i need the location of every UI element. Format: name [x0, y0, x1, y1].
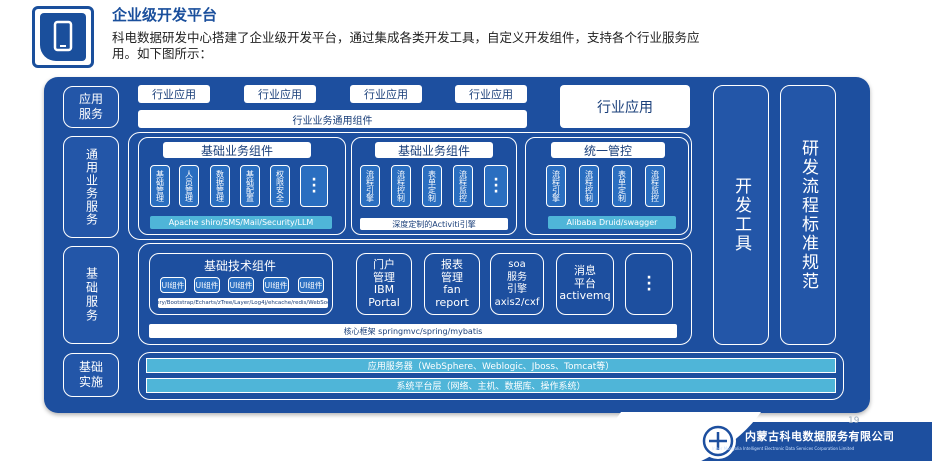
control-tile: 流程引擎 [546, 165, 566, 207]
control-group-bar: Alibaba Druid/swagger [548, 216, 676, 229]
ui-component-tile: UI组件 [228, 277, 254, 293]
dev-standards-column: 研发流程标准规范 [780, 85, 836, 345]
business-group-1-bar: Apache shiro/SMS/Mail/Security/LLM [150, 216, 332, 229]
industry-app-box: 行业应用 [455, 85, 527, 103]
business-tile: 基础管理 [150, 165, 170, 207]
phone-logo-icon [40, 13, 86, 61]
control-tile: 表单定制 [612, 165, 632, 207]
workflow-tile: 流程引擎 [360, 165, 380, 207]
tech-libraries-strip: Jquery/Bootstrap/Echarts/zTree/Layer/Log… [158, 298, 328, 308]
business-tile: 数据管理 [210, 165, 230, 207]
system-platform-bar: 系统平台层（网络、主机、数据库、操作系统） [146, 378, 836, 393]
more-tile: ··· [300, 165, 328, 207]
portal-service: 门户 管理 IBM Portal [356, 253, 412, 315]
industry-app-box: 行业应用 [244, 85, 316, 103]
workflow-tile: 流程监控 [453, 165, 473, 207]
ui-component-tile: UI组件 [263, 277, 289, 293]
more-dots-icon: ··· [646, 275, 651, 293]
business-group-2-bar: 深度定制的Activiti引擎 [360, 218, 508, 230]
app-server-bar: 应用服务器（WebSphere、Weblogic、Jboss、Tomcat等） [146, 358, 836, 373]
business-group-1-title: 基础业务组件 [163, 142, 311, 158]
page-description: 科电数据研发中心搭建了企业级开发平台，通过集成各类开发工具，自定义开发组件，支持… [112, 30, 702, 62]
page-title: 企业级开发平台 [112, 4, 217, 25]
ui-component-tile: UI组件 [160, 277, 186, 293]
more-dots-icon: ··· [311, 177, 316, 195]
control-tile: 流程控制 [579, 165, 599, 207]
row-label-app-services: 应用 服务 [63, 86, 119, 128]
company-logo-icon [700, 423, 736, 459]
control-group-title: 统一管控 [551, 142, 665, 158]
ui-component-tile: UI组件 [194, 277, 220, 293]
row-label-general-business: 通用业务服务 [63, 136, 119, 238]
more-tile: ··· [484, 165, 508, 207]
row-label-base-services: 基础服务 [63, 246, 119, 344]
row-label-infrastructure: 基础 实施 [63, 353, 119, 397]
page-number: 19 [848, 416, 859, 426]
industry-app-large-box: 行业应用 [560, 85, 690, 128]
company-name-en: Inner Mongolia Intelligent Electronic Da… [712, 446, 854, 451]
business-tile: 权限安全 [270, 165, 290, 207]
ui-component-tile: UI组件 [298, 277, 324, 293]
business-tile: 基础配置 [240, 165, 260, 207]
core-framework-bar: 核心框架 springmvc/spring/mybatis [149, 324, 677, 338]
dev-tools-column: 开发工具 [713, 85, 769, 345]
industry-app-box: 行业应用 [138, 85, 210, 103]
company-name: 内蒙古科电数据服务有限公司 [745, 428, 895, 444]
industry-app-box: 行业应用 [350, 85, 422, 103]
message-service: 消息 平台 activemq [556, 253, 614, 315]
more-dots-icon: ··· [493, 177, 498, 195]
report-service: 报表 管理 fan report [424, 253, 480, 315]
workflow-tile: 流程控制 [391, 165, 411, 207]
tech-component-title: 基础技术组件 [160, 257, 320, 273]
business-group-2-title: 基础业务组件 [375, 142, 493, 158]
control-tile: 流程监控 [645, 165, 665, 207]
common-components-box: 行业业务通用组件 [138, 110, 527, 128]
more-service: ··· [625, 253, 673, 315]
business-tile: 人员管理 [179, 165, 199, 207]
soa-service: soa 服务 引擎 axis2/cxf [490, 253, 544, 315]
workflow-tile: 表单定制 [422, 165, 442, 207]
